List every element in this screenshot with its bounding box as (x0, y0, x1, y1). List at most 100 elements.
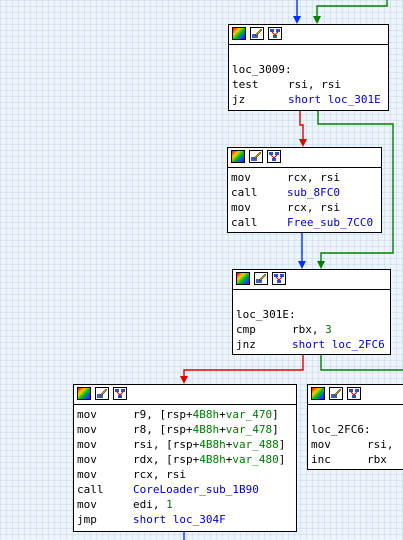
instruction-line[interactable]: jz short loc_301E (229, 92, 388, 107)
instruction-line[interactable]: call Free_sub_7CC0 (228, 215, 381, 230)
block-header (308, 385, 403, 405)
mnemonic: mov (77, 498, 97, 511)
operand-token: 4B8h (192, 423, 220, 436)
instruction-line[interactable]: mov rdx, [rsp+4B8h+var_480] (74, 452, 296, 467)
mnemonic: mov (311, 438, 331, 451)
edge-into-loc-3009-green (313, 0, 388, 24)
edge-into-loc-3009-blue (293, 0, 301, 24)
operands: r9, [rsp+4B8h+var_470] (133, 408, 279, 421)
operands: rbx (367, 453, 387, 466)
group-nodes-icon[interactable] (268, 27, 282, 40)
color-palette-icon[interactable] (311, 387, 325, 400)
blank-line (229, 47, 388, 62)
instruction-line[interactable]: mov rcx, rsi (74, 467, 296, 482)
edit-node-icon[interactable] (249, 150, 263, 163)
block-header (228, 148, 381, 168)
operand-token: var_488 (232, 438, 279, 451)
operand-token: 3 (325, 323, 332, 336)
edge-loc-3009-true (317, 110, 394, 269)
mnemonic: call (231, 186, 258, 199)
instruction-line[interactable]: mov rcx, rsi (228, 200, 381, 215)
operands[interactable]: Free_sub_7CC0 (287, 216, 374, 229)
instruction-line[interactable]: test rsi, rsi (229, 77, 388, 92)
edit-node-icon[interactable] (250, 27, 264, 40)
operands: rsi, (367, 438, 394, 451)
blank-line (308, 407, 403, 422)
color-palette-icon[interactable] (236, 272, 250, 285)
operands: rcx, rsi (287, 171, 340, 184)
instruction-line[interactable]: jmp short loc_304F (74, 512, 296, 527)
operands: rbx, 3 (292, 323, 332, 336)
color-palette-icon[interactable] (77, 387, 91, 400)
operands: rcx, rsi (287, 201, 340, 214)
edge-loc-3009-false (299, 110, 307, 147)
edge-block2-to-loc-301e (298, 232, 306, 269)
block-header (229, 25, 388, 45)
instruction-line[interactable]: mov r8, [rsp+4B8h+var_478] (74, 422, 296, 437)
label-loc-3009[interactable]: loc_3009: (232, 63, 292, 76)
operand-token: var_480 (232, 453, 279, 466)
blank-line (233, 292, 390, 307)
mnemonic: jnz (236, 338, 256, 351)
operands: rsi, rsi (288, 78, 341, 91)
label-loc-2fc6[interactable]: loc_2FC6: (311, 423, 371, 436)
mnemonic: jmp (77, 513, 97, 526)
operands[interactable]: short loc_301E (288, 93, 381, 106)
group-nodes-icon[interactable] (272, 272, 286, 285)
operand-token: 1 (166, 498, 173, 511)
mnemonic: call (231, 216, 258, 229)
operands[interactable]: CoreLoader_sub_1B90 (133, 483, 259, 496)
instruction-line[interactable]: mov rsi, [rsp+4B8h+var_488] (74, 437, 296, 452)
mnemonic: test (232, 78, 259, 91)
instruction-line[interactable]: call sub_8FC0 (228, 185, 381, 200)
group-nodes-icon[interactable] (113, 387, 127, 400)
color-palette-icon[interactable] (232, 27, 246, 40)
instruction-line[interactable]: mov rsi, (308, 437, 403, 452)
mnemonic: jz (232, 93, 246, 106)
operands: rdx, [rsp+4B8h+var_480] (133, 453, 286, 466)
block-label[interactable]: loc_2FC6: (308, 422, 403, 437)
edit-node-icon[interactable] (254, 272, 268, 285)
operands: r8, [rsp+4B8h+var_478] (133, 423, 279, 436)
block-header (74, 385, 296, 405)
block-header (233, 270, 390, 290)
label-loc-301e[interactable]: loc_301E: (236, 308, 296, 321)
mnemonic: mov (77, 423, 97, 436)
code-block-loc-3009[interactable]: loc_3009: test rsi, rsi jz short loc_301E (228, 24, 389, 111)
operand-token: var_478 (225, 423, 273, 436)
instruction-line[interactable]: mov edi, 1 (74, 497, 296, 512)
operands[interactable]: sub_8FC0 (287, 186, 340, 199)
color-palette-icon[interactable] (231, 150, 245, 163)
instruction-line[interactable]: jnz short loc_2FC6 (233, 337, 390, 352)
mnemonic: mov (77, 438, 97, 451)
operands: rcx, rsi (133, 468, 186, 481)
operands: rsi, [rsp+4B8h+var_488] (133, 438, 286, 451)
operand-token: 4B8h (199, 453, 226, 466)
group-nodes-icon[interactable] (347, 387, 361, 400)
block-label[interactable]: loc_3009: (229, 62, 388, 77)
mnemonic: mov (231, 201, 251, 214)
edge-loc-301e-false (180, 354, 304, 384)
edit-node-icon[interactable] (95, 387, 109, 400)
operand-token: var_470 (225, 408, 273, 421)
mnemonic: mov (77, 468, 97, 481)
block-label[interactable]: loc_301E: (233, 307, 390, 322)
mnemonic: mov (77, 453, 97, 466)
edit-node-icon[interactable] (329, 387, 343, 400)
group-nodes-icon[interactable] (267, 150, 281, 163)
operands[interactable]: short loc_2FC6 (292, 338, 385, 351)
operands: edi, 1 (133, 498, 173, 511)
operand-token: 4B8h (192, 408, 220, 421)
operands[interactable]: short loc_304F (133, 513, 226, 526)
operand-token: 4B8h (199, 438, 226, 451)
